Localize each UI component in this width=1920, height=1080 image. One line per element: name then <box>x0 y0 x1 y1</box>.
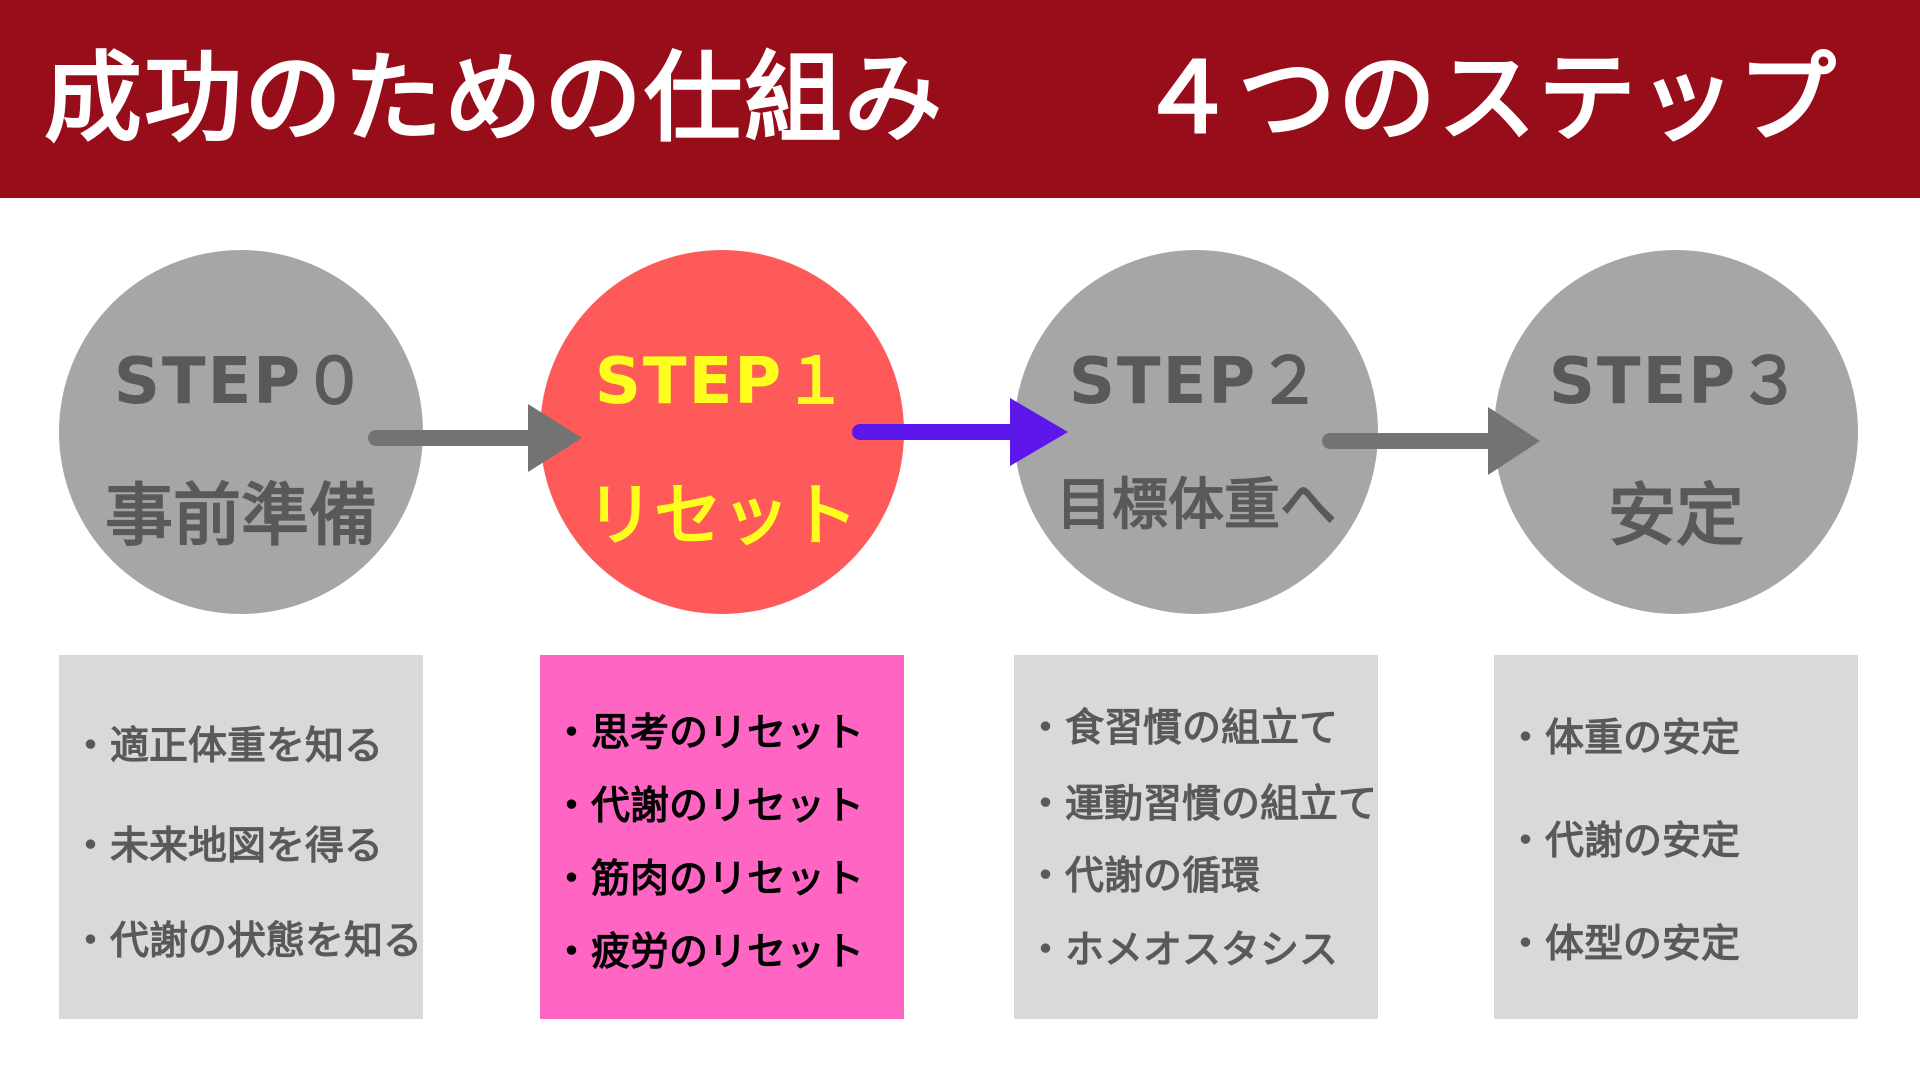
header-banner: 成功のための仕組み ４つのステップ <box>0 0 1920 198</box>
step-2-circle: STEP２ 目標体重へ <box>1014 250 1378 614</box>
step-3-item: ・代謝の安定 <box>1506 819 1741 864</box>
step-2-label: STEP２ <box>1068 345 1324 419</box>
step-0-circle: STEP０ 事前準備 <box>59 250 423 614</box>
arrow-step1-to-step2 <box>852 398 1068 466</box>
step-1-item: ・疲労のリセット <box>552 930 865 975</box>
step-2-name: 目標体重へ <box>1056 473 1336 538</box>
step-0-details: ・適正体重を知る ・未来地図を得る ・代謝の状態を知る <box>59 655 423 1019</box>
step-3-details: ・体重の安定 ・代謝の安定 ・体型の安定 <box>1494 655 1858 1019</box>
step-1-item: ・代謝のリセット <box>552 784 865 829</box>
step-2-item: ・運動習慣の組立て <box>1026 782 1378 827</box>
step-3-label: STEP３ <box>1548 345 1804 419</box>
page-subtitle: ４つのステップ <box>1138 42 1839 156</box>
step-0-item: ・適正体重を知る <box>71 724 384 769</box>
step-0-item: ・代謝の状態を知る <box>71 919 423 964</box>
step-3-item: ・体重の安定 <box>1506 716 1741 761</box>
step-3-item: ・体型の安定 <box>1506 922 1741 967</box>
step-0-item: ・未来地図を得る <box>71 824 384 869</box>
step-0-name: 事前準備 <box>104 477 377 556</box>
arrow-step0-to-step1 <box>368 404 582 472</box>
step-3-circle: STEP３ 安定 <box>1494 250 1858 614</box>
step-1-label: STEP１ <box>594 345 850 419</box>
step-2-item: ・代謝の循環 <box>1026 854 1261 899</box>
step-2-item: ・ホメオスタシス <box>1026 928 1339 973</box>
step-1-item: ・筋肉のリセット <box>552 857 865 902</box>
arrow-step2-to-step3 <box>1322 407 1540 475</box>
step-2-details: ・食習慣の組立て ・運動習慣の組立て ・代謝の循環 ・ホメオスタシス <box>1014 655 1378 1019</box>
step-2-item: ・食習慣の組立て <box>1026 706 1339 751</box>
step-3-name: 安定 <box>1607 477 1744 556</box>
step-1-item: ・思考のリセット <box>552 711 865 756</box>
step-1-details: ・思考のリセット ・代謝のリセット ・筋肉のリセット ・疲労のリセット <box>540 655 904 1019</box>
step-1-circle: STEP１ リセット <box>540 250 904 614</box>
step-1-name: リセット <box>585 477 858 556</box>
step-0-label: STEP０ <box>113 345 369 419</box>
page-title: 成功のための仕組み <box>44 42 945 156</box>
